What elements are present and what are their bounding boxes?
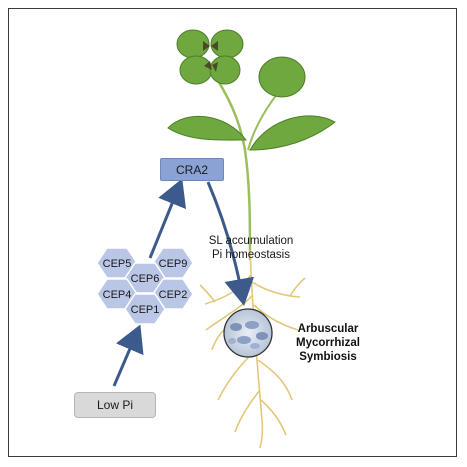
cra2-label: CRA2 xyxy=(175,162,208,177)
cep1-label: CEP1 xyxy=(130,304,160,316)
round-leaf xyxy=(258,56,306,98)
cep6-label: CEP6 xyxy=(130,273,160,285)
mycorrhizal-text: Mycorrhizal xyxy=(296,337,360,349)
figure-frame xyxy=(8,8,457,457)
arrow-lowpi-to-cep xyxy=(112,324,144,387)
low-pi-node: Low Pi xyxy=(74,392,156,418)
cra2-node: CRA2 xyxy=(160,158,224,181)
mycorrhizal-cell-image xyxy=(223,308,273,358)
cep9-label: CEP9 xyxy=(158,258,188,270)
cep2-label: CEP2 xyxy=(158,289,188,301)
cotyledon-right xyxy=(249,115,336,151)
hexagon-cep1 xyxy=(124,293,166,325)
cep4-label: CEP4 xyxy=(102,289,132,301)
arrow-cep-to-cra2 xyxy=(148,178,187,259)
sl-annotation: SL accumulation Pi homeostasis xyxy=(196,234,306,262)
cep-hexagon-cluster xyxy=(96,247,194,325)
cep5-label: CEP5 xyxy=(102,258,132,270)
arrow-cra2-to-symbiosis xyxy=(206,181,255,306)
symbiosis-label: Arbuscular Mycorrhizal Symbiosis xyxy=(283,322,373,364)
sl-accumulation-text: SL accumulation xyxy=(208,235,294,247)
cotyledon-left xyxy=(167,115,248,141)
pi-homeostasis-text: Pi homeostasis xyxy=(212,249,290,261)
plant-stem xyxy=(208,67,252,261)
low-pi-label: Low Pi xyxy=(96,398,134,412)
clover-leaf xyxy=(176,29,244,85)
arbuscular-text: Arbuscular xyxy=(297,323,359,335)
symbiosis-text: Symbiosis xyxy=(299,351,357,363)
